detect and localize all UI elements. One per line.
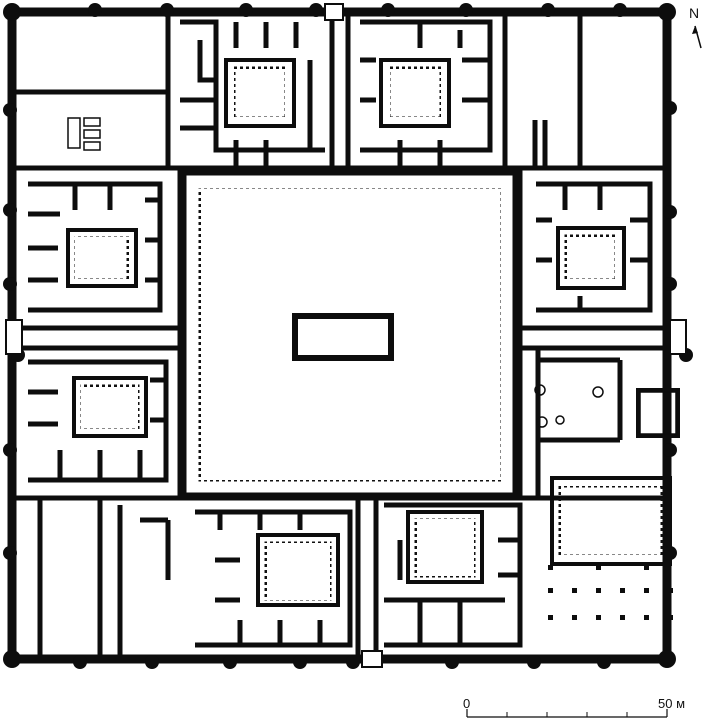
north-arrow-icon: [692, 25, 702, 49]
north-label: N: [689, 5, 700, 21]
secondary-courtyards: [66, 58, 680, 607]
central-courtyard: [179, 168, 520, 500]
scale-start-label: 0: [463, 696, 471, 711]
scale-bar-icon: [466, 709, 668, 718]
scale-end-label: 50 м: [658, 696, 686, 711]
pillared-hall: [548, 565, 673, 620]
room-partitions: [12, 12, 653, 659]
gateways: [5, 3, 687, 668]
interior-details: [67, 117, 677, 435]
